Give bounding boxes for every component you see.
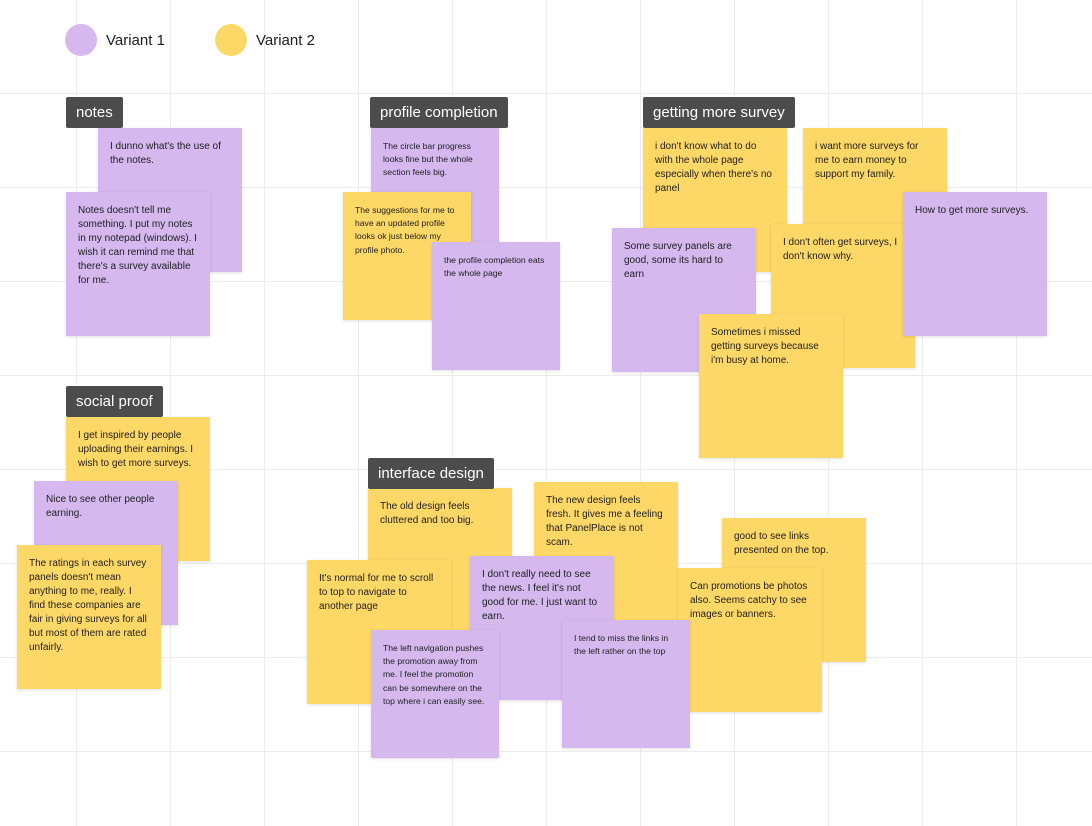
group-label-interface-design[interactable]: interface design [368, 458, 494, 489]
group-label-getting-more-survey[interactable]: getting more survey [643, 97, 795, 128]
legend-swatch-variant-2 [215, 24, 247, 56]
sticky-note[interactable]: The left navigation pushes the promotion… [371, 630, 499, 758]
sticky-note[interactable]: How to get more surveys. [903, 192, 1047, 336]
group-label-profile-completion[interactable]: profile completion [370, 97, 508, 128]
legend-label-variant-2: Variant 2 [256, 31, 315, 49]
sticky-note[interactable]: Notes doesn't tell me something. I put m… [66, 192, 210, 336]
legend-variant-1: Variant 1 [65, 24, 165, 56]
group-label-social-proof[interactable]: social proof [66, 386, 163, 417]
legend-swatch-variant-1 [65, 24, 97, 56]
legend-label-variant-1: Variant 1 [106, 31, 165, 49]
legend-variant-2: Variant 2 [215, 24, 315, 56]
sticky-note[interactable]: Sometimes i missed getting surveys becau… [699, 314, 843, 458]
sticky-note[interactable]: the profile completion eats the whole pa… [432, 242, 560, 370]
sticky-note[interactable]: The ratings in each survey panels doesn'… [17, 545, 161, 689]
sticky-note[interactable]: Can promotions be photos also. Seems cat… [678, 568, 822, 712]
sticky-note[interactable]: I tend to miss the links in the left rat… [562, 620, 690, 748]
group-label-notes[interactable]: notes [66, 97, 123, 128]
